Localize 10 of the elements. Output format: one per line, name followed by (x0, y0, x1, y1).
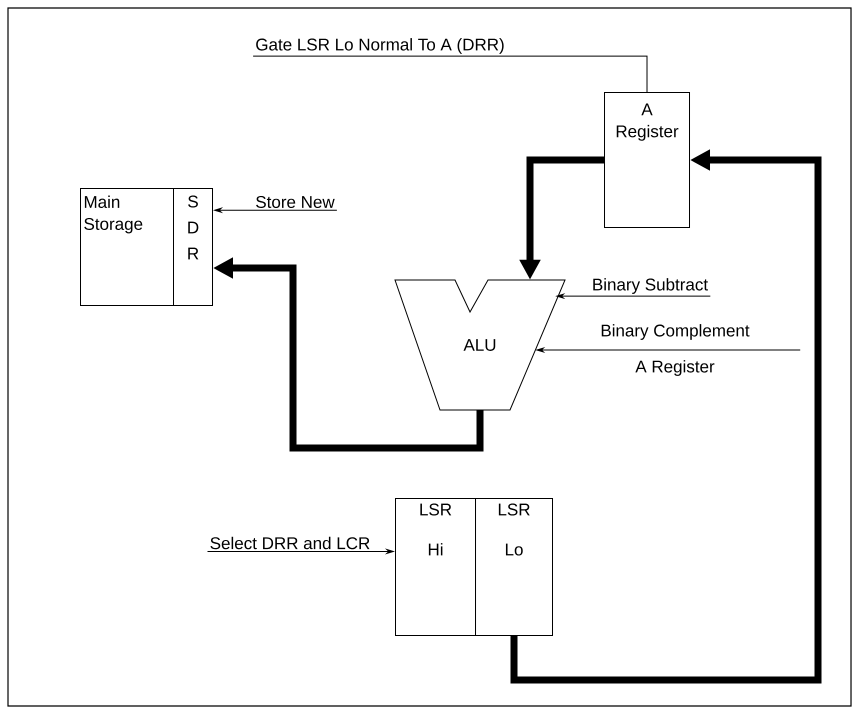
signal-label: Gate LSR Lo Normal To A (DRR) (256, 38, 504, 54)
signal-label: Store New (256, 196, 335, 208)
signal-label: Select DRR and LCR (210, 536, 370, 550)
register-box: A Register (604, 92, 690, 228)
register-box: LSR Hi (395, 498, 476, 636)
signal-label: Binary Subtract (593, 278, 708, 294)
signal-label: Binary Complement A Register (602, 324, 750, 376)
register-box: S D R (173, 188, 213, 306)
register-box: LSR Lo (475, 498, 553, 636)
connector-line (252, 56, 648, 92)
